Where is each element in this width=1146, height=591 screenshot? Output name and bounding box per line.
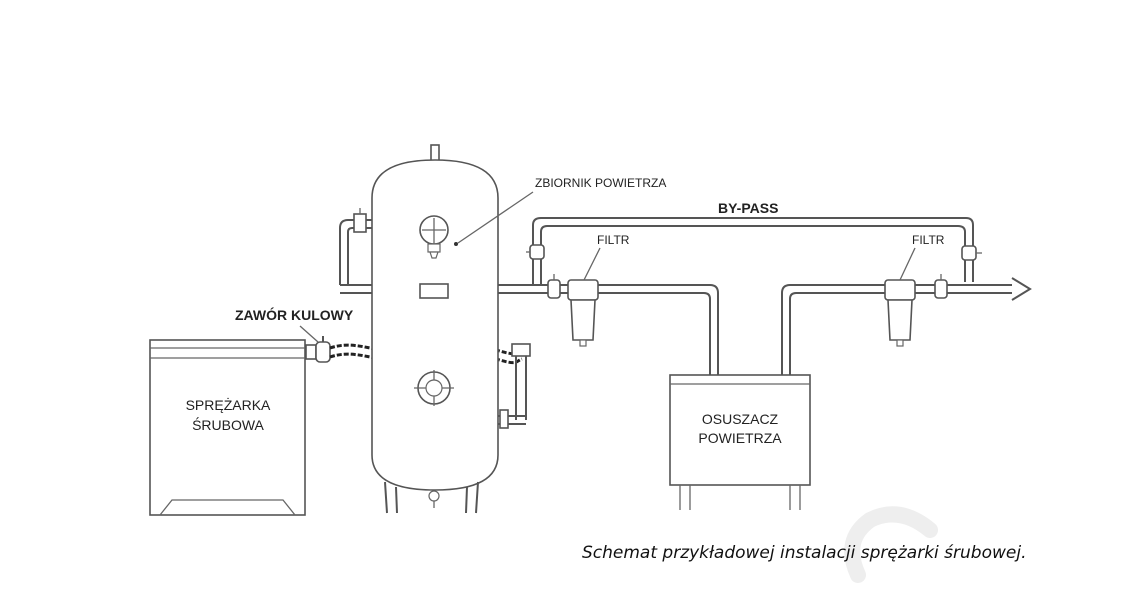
tank-inlet-pipe (498, 343, 531, 429)
screw-compressor: SPRĘŻARKA ŚRUBOWA (149, 339, 306, 516)
ball-valve-label: ZAWÓR KULOWY (235, 306, 354, 323)
ball-valve: ZAWÓR KULOWY (235, 306, 354, 363)
tank-label: ZBIORNIK POWIETRZA (535, 176, 666, 190)
tank-top-outlet-loop (339, 208, 372, 285)
filter-right-label: FILTR (912, 233, 945, 247)
air-dryer: OSUSZACZ POWIETRZA (669, 374, 811, 510)
filter-left: FILTR (547, 233, 719, 375)
air-tank: ZBIORNIK POWIETRZA (371, 144, 666, 514)
dryer-label-line2: POWIETRZA (698, 430, 782, 446)
dryer-outlet-pipe: FILTR (781, 233, 1032, 375)
compressor-label-line1: SPRĘŻARKA (186, 396, 271, 413)
caption: Schemat przykładowej instalacji sprężark… (582, 543, 1027, 563)
tank-label-dot (454, 242, 458, 246)
watermark-logo (844, 506, 938, 583)
bypass-label: BY-PASS (718, 200, 778, 216)
filter-left-label: FILTR (597, 233, 630, 247)
bypass-line: BY-PASS (526, 200, 982, 285)
main-outlet-pipe (340, 284, 548, 294)
compressor-label-line2: ŚRUBOWA (192, 416, 264, 433)
dryer-label-line1: OSUSZACZ (702, 411, 779, 427)
